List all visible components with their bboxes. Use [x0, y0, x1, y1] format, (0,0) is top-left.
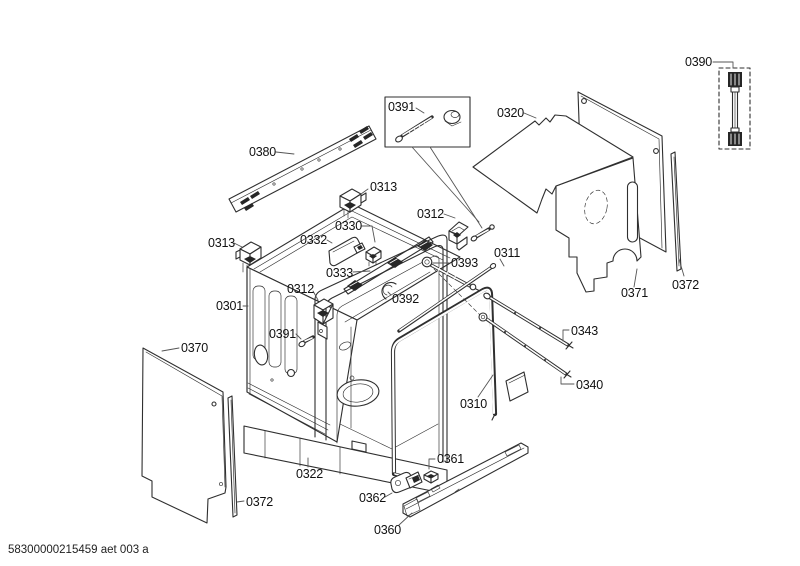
leader-0333 [352, 270, 371, 273]
callout-0371: 0371 [621, 286, 648, 300]
callout-0312-right: 0312 [417, 207, 444, 221]
part-0391-screw-target [470, 224, 495, 242]
leader-0313-left [233, 242, 243, 248]
callout-0391-left: 0391 [269, 327, 296, 341]
callout-0333: 0333 [326, 266, 353, 280]
callout-0390: 0390 [685, 55, 712, 69]
callout-0310: 0310 [460, 397, 487, 411]
leader-0380 [275, 151, 295, 155]
part-0320-insulation-flap [555, 157, 642, 293]
leader-0330 [361, 225, 376, 243]
part-0380-top-strip [228, 125, 377, 213]
leader-0361 [428, 458, 436, 470]
leader-0332 [326, 239, 333, 244]
callout-0372-left: 0372 [246, 495, 273, 509]
part-0392-hose [381, 281, 397, 300]
part-0312-bracket-right [448, 221, 469, 251]
callout-0380: 0380 [249, 145, 276, 159]
part-0311-rod [397, 263, 497, 333]
callout-0370: 0370 [181, 341, 208, 355]
part-0313-bracket-left [235, 241, 262, 275]
part-0393-grommet-pin [421, 256, 481, 292]
callout-0392: 0392 [392, 292, 419, 306]
leader-0310 [477, 374, 494, 398]
part-0390-cable-box [718, 67, 751, 150]
part-access-plate [505, 371, 529, 402]
leader-0343 [562, 329, 570, 342]
callout-0362: 0362 [359, 491, 386, 505]
callout-0311: 0311 [494, 246, 520, 260]
leader-0391-box [415, 107, 425, 114]
part-0332-bracket [328, 236, 366, 267]
leader-0390 [712, 61, 734, 69]
part-0313-bracket-right [339, 188, 367, 219]
part-0320-insulation-top [472, 114, 634, 214]
alignment-dash [433, 268, 483, 318]
leader-0312-right [443, 213, 456, 219]
part-0340-rail [478, 312, 572, 379]
callout-0372-right: 0372 [672, 278, 699, 292]
part-0330-clip [365, 246, 382, 267]
part-0372-left-strip [227, 395, 238, 518]
callout-0312-left: 0312 [287, 282, 314, 296]
part-0362-switch [390, 471, 423, 494]
leader-0372-left [236, 500, 245, 503]
callout-0361: 0361 [437, 452, 464, 466]
callout-0301: 0301 [216, 299, 243, 313]
part-0370-side-panel [141, 347, 227, 524]
leader-0360 [398, 512, 413, 526]
callout-0343: 0343 [571, 324, 598, 338]
callout-0330: 0330 [335, 219, 362, 233]
part-0372-right-strip [670, 151, 682, 272]
callout-0313-right: 0313 [370, 180, 397, 194]
leader-0372-right [678, 258, 685, 277]
leader-0391-left [295, 333, 302, 340]
leader-0362 [384, 492, 393, 498]
callout-0313-left: 0313 [208, 236, 235, 250]
drawing-number: 58300000215459 aet 003 a [8, 544, 149, 556]
part-0391-screw-left [298, 335, 315, 348]
leader-0311 [499, 258, 505, 267]
part-0361-clip [423, 470, 439, 484]
leader-0370 [161, 347, 180, 352]
part-0333-rail [343, 236, 434, 295]
leader-0313-right [360, 188, 369, 195]
part-0360-base-rail [402, 442, 529, 518]
part-0391-detail-box [384, 96, 483, 229]
leader-0371 [633, 268, 638, 288]
callout-0322: 0322 [296, 467, 323, 481]
callouts: 0390 0391 0320 0380 0313 0313 0312 0330 … [161, 55, 734, 537]
callout-0320: 0320 [497, 106, 524, 120]
leader-0340 [560, 376, 575, 385]
callout-0393: 0393 [451, 256, 478, 270]
part-0312-bracket-left [313, 298, 334, 340]
leader-0312-left [312, 290, 319, 301]
leader-0320 [523, 112, 537, 119]
leader-0392 [387, 291, 392, 296]
callout-0332: 0332 [300, 233, 327, 247]
callout-0391-box: 0391 [388, 100, 415, 114]
callout-0340: 0340 [576, 378, 603, 392]
part-0343-rail [483, 292, 574, 350]
callout-0360: 0360 [374, 523, 401, 537]
